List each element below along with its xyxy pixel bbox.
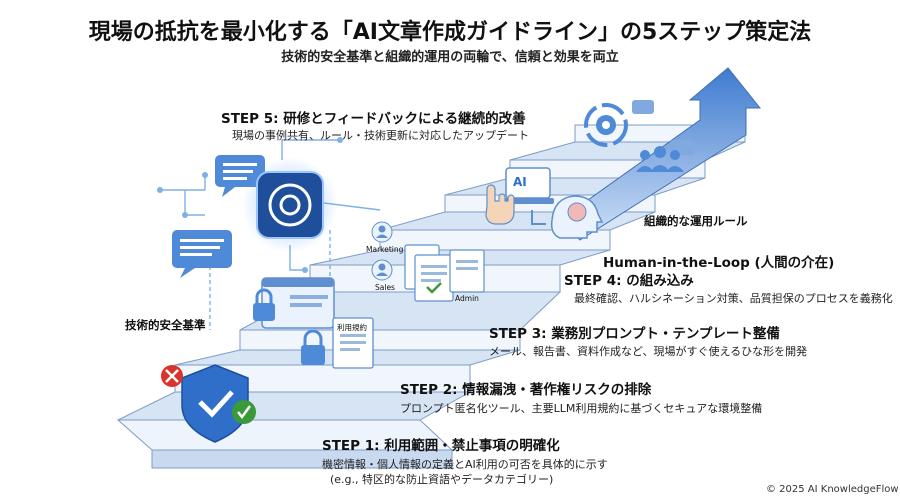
stair-step-1-front [151, 449, 453, 469]
step-4-heading-line2: STEP 4: の組み込み [564, 273, 694, 289]
network-dots [157, 137, 343, 273]
chat-bubble-icon [172, 230, 232, 278]
admin-label: Admin [455, 294, 479, 303]
step-3-heading: STEP 3: 業務別プロンプト・テンプレート整備 [489, 326, 780, 342]
step-5-description: 現場の事例共有、ルール・技術更新に対応したアップデート [232, 129, 529, 142]
step-5-heading: STEP 5: 研修とフィードバックによる継続的改善 [221, 111, 526, 127]
gear-cycle-icon [584, 103, 628, 147]
padlock-icon [253, 288, 275, 321]
document-tag-label: 利用規約 [337, 323, 367, 332]
marketing-label: Marketing [366, 245, 404, 254]
user-icon [371, 221, 393, 243]
team-icon [636, 146, 684, 172]
document-icon [332, 317, 374, 369]
ai-screen-label: AI [513, 175, 527, 189]
hand-pointer-icon [485, 184, 515, 225]
left-axis-label: 技術的安全基準 [125, 318, 206, 332]
ai-chip-icon [242, 157, 338, 253]
copyright-footer: © 2025 AI KnowledgeFlow [766, 484, 899, 495]
step-3-description: メール、報告書、資料作成など、現場がすぐ使えるひな形を開発 [489, 345, 808, 358]
step-4-description: 最終確認、ハルシネーション対策、品質担保のプロセスを義務化 [574, 292, 893, 305]
step-1-heading: STEP 1: 利用範囲・禁止事項の明確化 [322, 438, 560, 454]
brain-head-icon [550, 195, 604, 239]
step-1-description: 機密情報・個人情報の定義とAI利用の可否を具体的に示す [322, 458, 608, 471]
ai-screen-icon [502, 167, 554, 204]
right-axis-label: 組織的な運用ルール [644, 214, 748, 228]
page-subtitle: 技術的安全基準と組織的運用の両輪で、信頼と効果を両立 [281, 50, 619, 65]
step-2-description: プロンプト匿名化ツール、主要LLM利用規約に基づくセキュアな環境整備 [400, 402, 763, 415]
step-2-heading: STEP 2: 情報漏洩・著作権リスクの排除 [400, 382, 652, 398]
sales-label: Sales [375, 283, 395, 292]
user-icon [371, 259, 393, 281]
page-title: 現場の抵抗を最小化する「AI文章作成ガイドライン」の5ステップ策定法 [88, 20, 812, 45]
step-4-heading-line1: Human-in-the-Loop (人間の介在) [603, 255, 835, 271]
stair-step-3 [239, 329, 521, 351]
padlock-icon [301, 329, 325, 365]
check-badge-icon [232, 400, 256, 424]
cross-badge-icon [161, 365, 183, 387]
document-icon [449, 249, 485, 293]
arrow-connector [531, 210, 546, 225]
step-1-example: (e.g., 特区的な防止資語やデータカテゴリー) [330, 473, 554, 486]
browser-window-icon [261, 277, 335, 329]
